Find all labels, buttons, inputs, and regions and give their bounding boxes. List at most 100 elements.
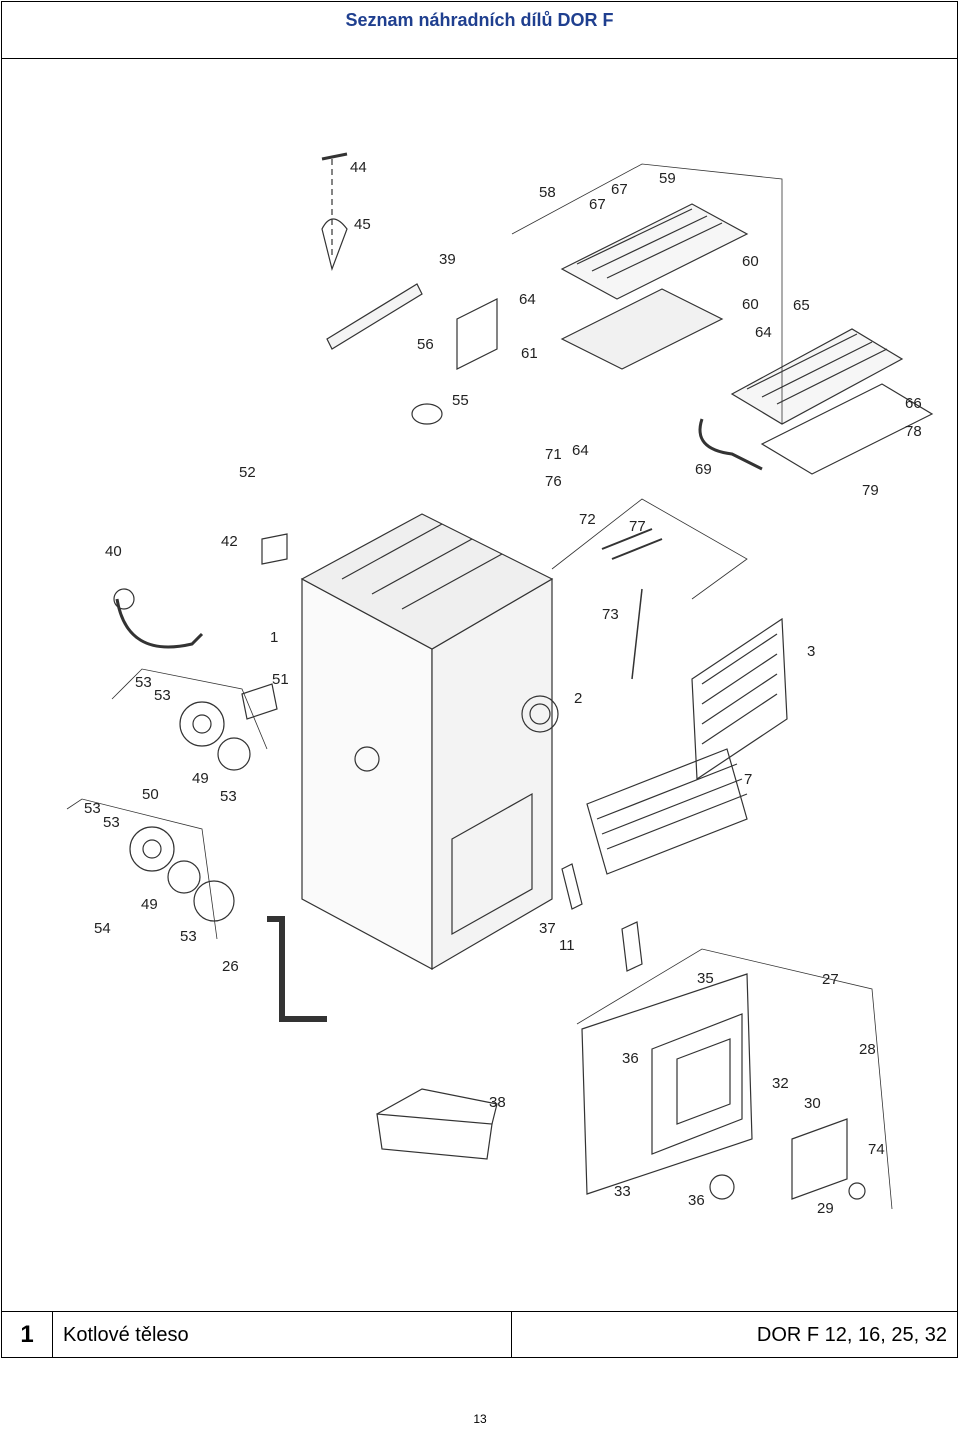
callout-label: 74 [868,1141,885,1158]
callout-label: 44 [350,159,367,176]
callout-label: 36 [622,1050,639,1067]
grate-upper [560,203,749,300]
heat-exchanger-7 [586,748,748,875]
callout-label: 51 [272,671,289,688]
rod-26 [267,916,327,1022]
callout-label: 73 [602,606,619,623]
pin-44 [321,152,348,161]
callout-label: 53 [180,928,197,945]
callout-label: 77 [629,518,646,535]
callout-label: 39 [439,251,456,268]
callout-label: 64 [755,324,772,341]
callout-label: 61 [521,345,538,362]
callout-label: 53 [84,800,101,817]
callout-label: 26 [222,958,239,975]
callout-label: 72 [579,511,596,528]
callout-labels: 44 45 39 56 55 58 67 67 59 60 60 64 64 6… [84,159,922,1217]
callout-label: 53 [220,788,237,805]
callout-label: 1 [270,629,278,646]
part-name: Kotlové těleso [53,1312,512,1358]
valve-42 [261,533,288,565]
model-list: DOR F 12, 16, 25, 32 [756,1323,947,1346]
callout-label: 32 [772,1075,789,1092]
fitting-77 [601,528,663,560]
callout-label: 40 [105,543,122,560]
bracket-39 [326,283,423,350]
page-title: Seznam náhradních dílů DOR F [345,9,614,30]
callout-label: 53 [154,687,171,704]
ash-box-38 [376,1113,493,1160]
callout-label: 53 [103,814,120,831]
door-35 [651,1013,743,1155]
ash-opening [451,792,533,936]
callout-label: 49 [192,770,209,787]
grate-right [730,328,904,425]
callout-label: 38 [489,1094,506,1111]
callout-label: 79 [862,482,879,499]
callout-label: 64 [519,291,536,308]
knob-74 [848,1182,866,1200]
callout-label: 36 [688,1192,705,1209]
grate-lower [560,288,724,370]
exploded-view-svg: 44 45 39 56 55 58 67 67 59 60 60 64 64 6… [66,152,934,1217]
callout-label: 66 [905,395,922,412]
door-29 [791,1118,848,1200]
callout-label: 65 [793,297,810,314]
door-frame-33 [581,973,753,1195]
flue-socket [354,746,380,772]
flange-50 [179,701,225,747]
callout-label: 52 [239,464,256,481]
callout-label: 76 [545,473,562,490]
callout-label: 59 [659,170,676,187]
boiler-body-top [300,513,554,650]
callout-label: 45 [354,216,371,233]
callout-label: 35 [697,970,714,987]
callout-label: 53 [135,674,152,691]
callout-label: 60 [742,253,759,270]
callout-label: 7 [744,771,752,788]
part-number: 1 [2,1312,53,1358]
latch-11 [621,921,643,972]
callout-label: 2 [574,690,582,707]
callout-label: 49 [141,896,158,913]
callout-label: 29 [817,1200,834,1217]
page-frame: Seznam náhradních dílů DOR F [1,1,958,1358]
callout-label: 69 [695,461,712,478]
callout-label: 60 [742,296,759,313]
plate-79 [760,383,934,475]
exploded-parts-drawing: 44 45 39 56 55 58 67 67 59 60 60 64 64 6… [2,59,957,1311]
callout-label: 27 [822,971,839,988]
gasket-49-lower [167,860,201,894]
callout-label: 54 [94,920,111,937]
thermometer-gauge [521,695,559,733]
page-number: 13 [473,1412,487,1426]
flange-54 [129,826,175,872]
baffle-56 [456,298,498,370]
callout-label: 30 [804,1095,821,1112]
callout-label: 58 [539,184,556,201]
callout-label: 78 [905,423,922,440]
knob-36 [709,1174,735,1200]
callout-label: 67 [611,181,628,198]
callout-label: 55 [452,392,469,409]
handle-40 [115,598,204,649]
callout-label: 56 [417,336,434,353]
callout-label: 33 [614,1183,631,1200]
callout-label: 71 [545,446,562,463]
title-row: Seznam náhradních dílů DOR F [2,2,957,59]
plate-45 [321,218,348,272]
callout-label: 11 [559,937,575,954]
callout-label: 64 [572,442,589,459]
rod-72 [631,588,643,680]
handle-69 [698,418,763,471]
fitting-51 [241,683,278,720]
flange-53 [193,880,235,922]
bracket-37 [561,863,583,910]
callout-label: 42 [221,533,238,550]
callout-label: 3 [807,643,815,660]
callout-label: 37 [539,920,556,937]
callout-label: 50 [142,786,159,803]
callout-label: 28 [859,1041,876,1058]
gasket-49-upper [217,737,251,771]
part-info-row: 1 Kotlové těleso DOR F 12, 16, 25, 32 [2,1311,957,1358]
